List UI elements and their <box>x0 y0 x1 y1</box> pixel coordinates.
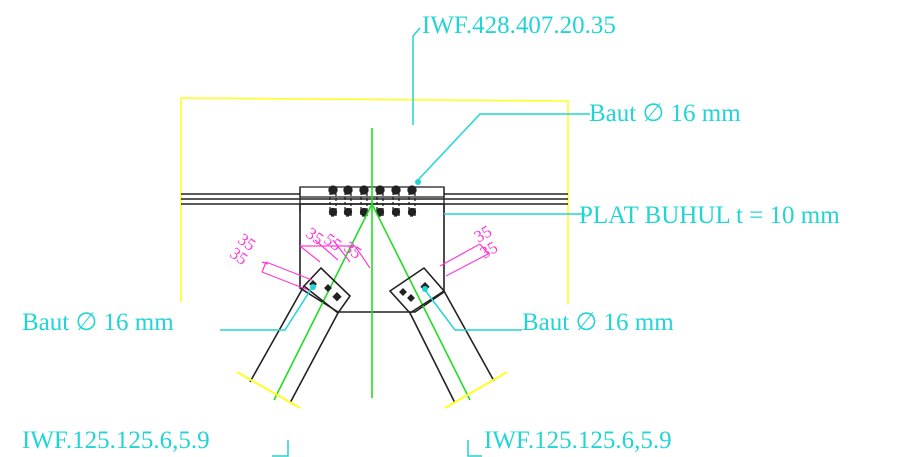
gusset-plate <box>299 203 445 313</box>
leader-arrow-right-bolt <box>422 286 428 292</box>
left-brace <box>236 266 352 409</box>
leader-arrow-left-bolt <box>310 284 316 290</box>
label-bolt-left: Baut ∅ 16 mm <box>22 309 174 336</box>
leader-arrow-top-bolt <box>415 179 421 185</box>
right-brace <box>388 266 508 409</box>
centerlines <box>273 128 471 401</box>
label-main-beam: IWF.428.407.20.35 <box>422 12 616 39</box>
label-brace-left: IWF.125.125.6,5.9 <box>22 427 210 454</box>
label-bolt-right: Baut ∅ 16 mm <box>522 309 674 336</box>
leader-lines <box>220 27 590 457</box>
label-brace-right: IWF.125.125.6,5.9 <box>484 427 672 454</box>
dimension-lines <box>261 239 489 291</box>
main-beam-outline <box>180 97 569 304</box>
label-bolt-top: Baut ∅ 16 mm <box>589 100 741 127</box>
label-gusset-plate: PLAT BUHUL t = 10 mm <box>579 202 840 229</box>
